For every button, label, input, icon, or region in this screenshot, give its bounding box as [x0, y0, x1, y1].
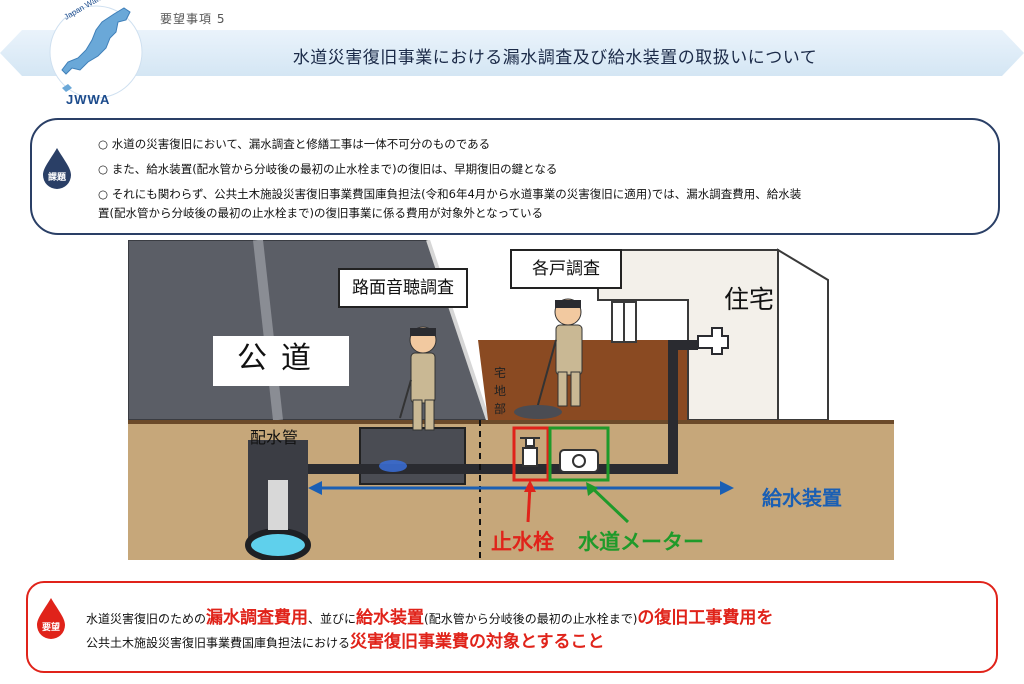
meter-pointer [588, 484, 630, 524]
water-meter-label: 水道メーター [578, 530, 704, 554]
request-line-1: 水道災害復旧のための漏水調査費用、並びに給水装置(配水管から分岐後の最初の止水栓… [86, 603, 773, 628]
worker-road-survey [399, 326, 437, 431]
issue-line: ○ また、給水装置(配水管から分岐後の最初の止水栓まで)の復旧は、早期復旧の鍵と… [98, 162, 558, 176]
worker-door-survey [514, 298, 583, 419]
request-drop-icon: 要望 [37, 598, 65, 639]
leak-icon [379, 460, 407, 472]
request-highlight: の復旧工事費用を [637, 608, 774, 628]
issue-badge-label: 課題 [48, 171, 67, 183]
faucet-icon [697, 327, 729, 355]
page-subtitle: 要望事項 5 [160, 12, 226, 26]
japan-map-icon [61, 7, 131, 75]
request-box [26, 581, 998, 673]
request-badge-label: 要望 [42, 621, 60, 633]
issue-box [30, 118, 1000, 235]
road-sound-survey-label: 路面音聴調査 [338, 268, 468, 308]
public-road-label: 公道 [213, 336, 349, 386]
jwwa-logo: Japan Water Works Association [49, 0, 156, 99]
request-text: 水道災害復旧のための [86, 612, 207, 626]
issue-line: 置(配水管から分岐後の最初の止水栓まで)の復旧事業に係る費用が対象外となっている [98, 206, 544, 220]
request-highlight: 災害復旧事業費の対象とすること [350, 632, 605, 652]
yard-label: 宅地部 [493, 366, 506, 416]
request-text: (配水管から分岐後の最初の止水栓まで) [424, 612, 638, 626]
main-pipe-label: 配水管 [250, 428, 299, 447]
valve-box [359, 427, 466, 485]
door-to-door-survey-label: 各戸調査 [510, 249, 622, 289]
logo-text: JWWA [66, 92, 111, 107]
title-band [0, 30, 1024, 76]
request-line-2: 公共土木施設災害復旧事業費国庫負担法における災害復旧事業費の対象とすること [86, 627, 605, 652]
issue-line: ○ 水道の災害復旧において、漏水調査と修繕工事は一体不可分のものである [98, 137, 491, 151]
stopcock-box [512, 426, 550, 482]
issue-line: ○ それにも関わらず、公共土木施設災害復旧事業費国庫負担法(令和6年4月から水道… [98, 187, 802, 201]
page-title: 水道災害復旧事業における漏水調査及び給水装置の取扱いについて [292, 48, 818, 68]
water-meter-box [548, 426, 610, 482]
request-text: 公共土木施設災害復旧事業費国庫負担法における [86, 636, 351, 650]
house-label: 住宅 [724, 285, 775, 314]
request-text: 、並びに [308, 612, 357, 626]
stopcock-label: 止水栓 [491, 530, 554, 554]
supply-device-label: 給水装置 [762, 486, 842, 510]
request-highlight: 給水装置 [356, 608, 425, 628]
issue-drop-icon: 課題 [43, 148, 71, 189]
service-pipe [308, 464, 678, 474]
request-highlight: 漏水調査費用 [206, 608, 309, 628]
